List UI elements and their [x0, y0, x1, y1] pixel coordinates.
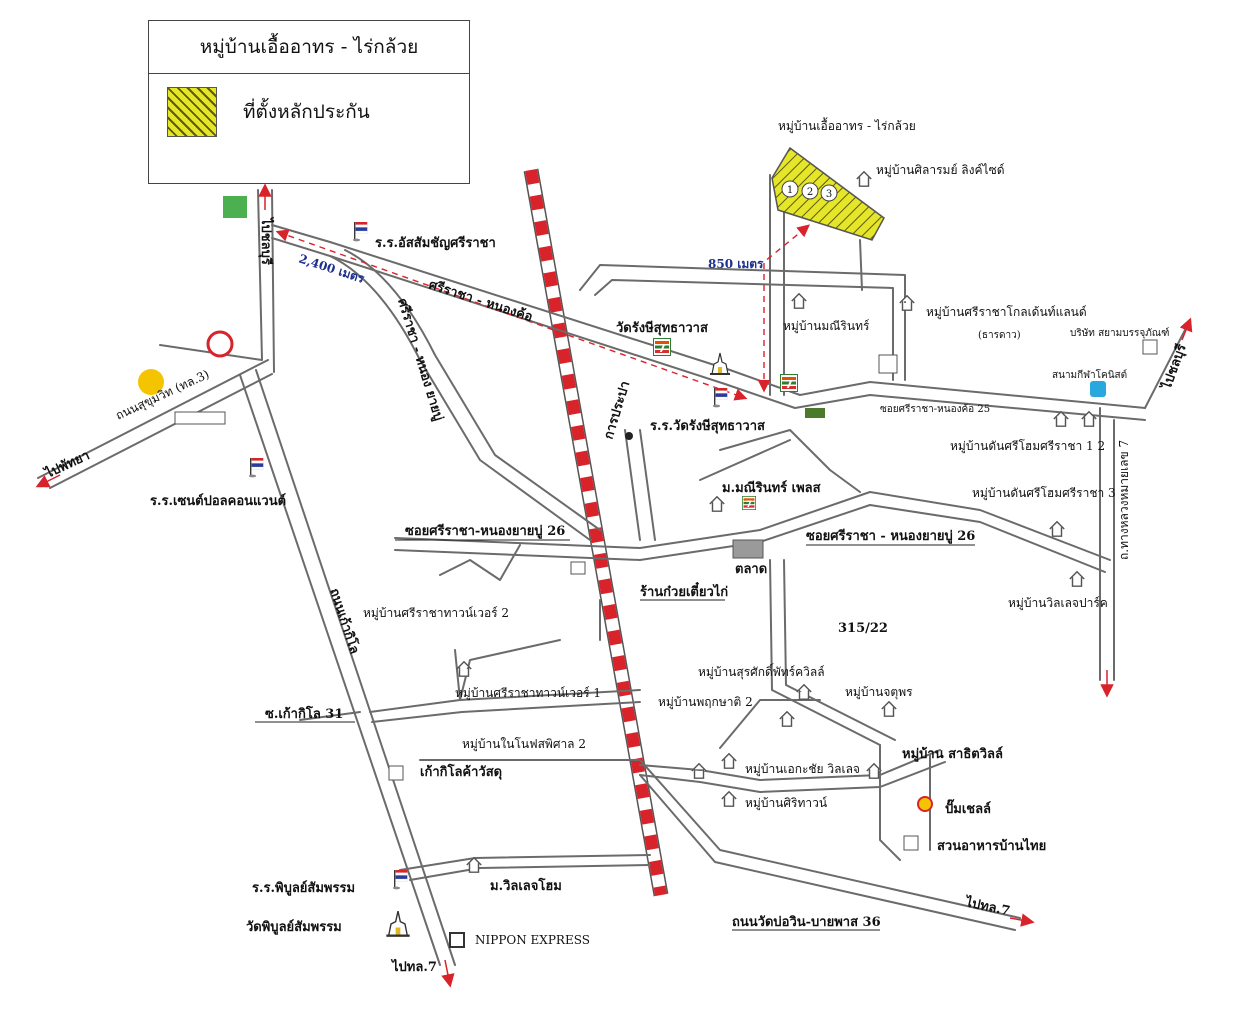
- restaurant-icon: [903, 835, 919, 851]
- gas-icon: [805, 408, 825, 418]
- label-village-nam-sri-12: หมู่บ้านดันศรีโฮมศรีราชา 1 2: [950, 439, 1105, 454]
- house-icon: [721, 753, 737, 769]
- label-shop-kao-kilo: เก้ากิโลค้าวัสดุ: [420, 763, 502, 780]
- label-village-villa-home: ม.วิลเลจโฮม: [490, 877, 562, 894]
- house-icon: [899, 295, 915, 311]
- label-village-silarom: หมู่บ้านศิลารมย์ ลิงค์ไซด์: [876, 163, 1005, 178]
- label-target-village: หมู่บ้านเอื้ออาทร - ไร่กล้วย: [778, 117, 916, 134]
- krungsri-icon: [138, 369, 164, 395]
- house-icon: [779, 711, 795, 727]
- temple-icon: [385, 910, 411, 938]
- label-temple-rangsi: วัดรังษีสุทธาวาส: [616, 320, 708, 336]
- label-village-golden-land: หมู่บ้านศรีราชาโกลเด้นท์แลนด์: [926, 305, 1087, 320]
- label-to-tl7-right: ไปทล.7: [962, 893, 1011, 919]
- house-icon: [856, 171, 872, 187]
- flag-icon: [712, 387, 728, 408]
- label-village-sriracha-town-1: หมู่บ้านศรีราชาทาวน์เวอร์ 1: [455, 686, 601, 701]
- label-village-villa-park: หมู่บ้านวิลเลจปาร์ค: [1008, 596, 1108, 611]
- label-village-nam-sri-3: หมู่บ้านดันศรีโฮมศรีราชา 3: [972, 486, 1116, 501]
- label-market: ตลาด: [735, 562, 767, 577]
- seven-eleven-icon: [780, 374, 798, 392]
- house-icon: [796, 684, 812, 700]
- label-shell: ปั๊มเชลล์: [945, 799, 991, 817]
- label-to-chonburi-right: ไปชลบุรี: [1157, 342, 1190, 394]
- label-village-sri-town: หมู่บ้านศิริทาวน์: [745, 796, 827, 811]
- house-icon: [881, 701, 897, 717]
- label-village-surasak: หมู่บ้านสุรศักดิ์พัทร์ควิลล์: [698, 663, 825, 680]
- label-to-chonburi-left: ไปชลบุรี: [258, 216, 275, 265]
- label-restaurant: สวนอาหารบ้านไทย: [937, 837, 1046, 854]
- market-icon: [732, 539, 764, 559]
- label-temple-pibul: วัดพิบูลย์สัมพรรม: [246, 919, 342, 935]
- label-school-assumption: ร.ร.อัสสัมชัญศรีราชา: [375, 235, 496, 251]
- flag-icon: [352, 221, 368, 242]
- gas-station-icon: [223, 196, 247, 218]
- house-icon: [1069, 571, 1085, 587]
- legend-title: หมู่บ้านเอื้ออาทร - ไร่กล้วย: [149, 21, 469, 74]
- seven-eleven-icon: [653, 338, 671, 356]
- label-waterworks: การประปา: [601, 379, 633, 441]
- house-icon: [721, 791, 737, 807]
- underlines: [255, 539, 975, 931]
- plot-markers: 1 2 3: [781, 180, 838, 202]
- bank-icon: [206, 330, 234, 358]
- badminton-icon: [1090, 381, 1106, 397]
- map-legend: หมู่บ้านเอื้ออาทร - ไร่กล้วย ที่ตั้งหลัก…: [148, 20, 470, 184]
- house-icon: [691, 763, 707, 779]
- label-noodle-shop: ร้านก๋วยเตี๋ยวไก่: [640, 581, 728, 600]
- label-soi-31: ซ.เก้ากิโล 31: [265, 705, 343, 722]
- label-village-eakachai: หมู่บ้านเอกะชัย วิลเลจ: [745, 762, 860, 777]
- label-to-pattaya: ไปพัทยา: [41, 446, 92, 482]
- label-school-pibul: ร.ร.พิบูลย์สัมพรรม: [252, 880, 355, 896]
- legend-item-label: ที่ตั้งหลักประกัน: [243, 101, 370, 123]
- label-school-saint-paul: ร.ร.เซนต์ปอลคอนแวนต์: [150, 493, 286, 509]
- road-sign: [174, 411, 226, 425]
- label-highway-7: ถ.ทางหลวงหมายเลข 7: [1117, 440, 1131, 560]
- noodle-shop-icon: [570, 561, 586, 575]
- waterworks-icon: [625, 432, 633, 440]
- house-icon: [709, 496, 725, 512]
- company-icon: [1142, 339, 1158, 355]
- label-road-sriracha-nongkho: ศรีราชา - หนองค้อ: [427, 277, 535, 326]
- label-distance-850: 850 เมตร: [708, 257, 764, 271]
- plot-number-2: 2: [807, 187, 813, 198]
- label-village-monthon: หมู่บ้านมณีรินทร์: [783, 319, 870, 334]
- label-village-manee-place: ม.มณีรินทร์ เพลส: [722, 480, 821, 496]
- label-nippon-express: NIPPON EXPRESS: [475, 933, 590, 947]
- label-code-315: 315/22: [838, 621, 888, 636]
- label-school-rangsi: ร.ร.วัดรังษีสุทธาวาส: [650, 418, 765, 434]
- flag-icon: [392, 869, 408, 890]
- junction-box: [878, 354, 898, 374]
- map-icons: [138, 171, 1158, 948]
- label-village-preuksa-2: หมู่บ้านพฤกษาติ 2: [658, 695, 753, 710]
- direction-arrows: [35, 183, 1193, 988]
- shell-icon: [917, 796, 933, 812]
- label-bracket-note: (ธารดาว): [978, 330, 1021, 341]
- legend-item: ที่ตั้งหลักประกัน: [167, 87, 370, 137]
- plot-number-1: 1: [787, 185, 793, 196]
- label-village-sriracha-town-2: หมู่บ้านศรีราชาทาวน์เวอร์ 2: [363, 606, 509, 621]
- label-village-nin-nin: หมู่บ้านในโนฟสพิศาล 2: [462, 737, 586, 752]
- label-soi-25: ซอยศรีราชา-หนองค้อ 25: [880, 403, 990, 415]
- label-soi-26-right: ซอยศรีราชา - หนองยายบู่ 26: [806, 528, 975, 544]
- plot-number-3: 3: [826, 189, 832, 200]
- route-lines: [275, 224, 810, 401]
- flag-icon: [248, 457, 264, 478]
- label-road-wat-bo-win: ถนนวัดบ่อวิน-บายพาส 36: [732, 915, 881, 930]
- label-soi-26-left: ซอยศรีราชา-หนองยายบู่ 26: [405, 523, 565, 539]
- nippon-icon: [449, 932, 465, 948]
- shop-icon: [388, 765, 404, 781]
- label-to-tl7-bottom: ไปทล.7: [390, 958, 437, 975]
- label-village-chudhar: หมู่บ้านจตุพร: [845, 685, 913, 700]
- label-village-sathit: หมู่บ้าน สาธิตวิลล์: [902, 746, 1003, 762]
- label-badminton: สนามกีฬาโคนิสต์: [1052, 368, 1127, 381]
- house-icon: [791, 293, 807, 309]
- seven-eleven-icon: [742, 496, 756, 510]
- house-icon: [1053, 411, 1069, 427]
- legend-hatch-swatch: [167, 87, 217, 137]
- label-company: บริษัท สยามบรรจุภัณฑ์: [1070, 327, 1169, 339]
- house-icon: [1049, 521, 1065, 537]
